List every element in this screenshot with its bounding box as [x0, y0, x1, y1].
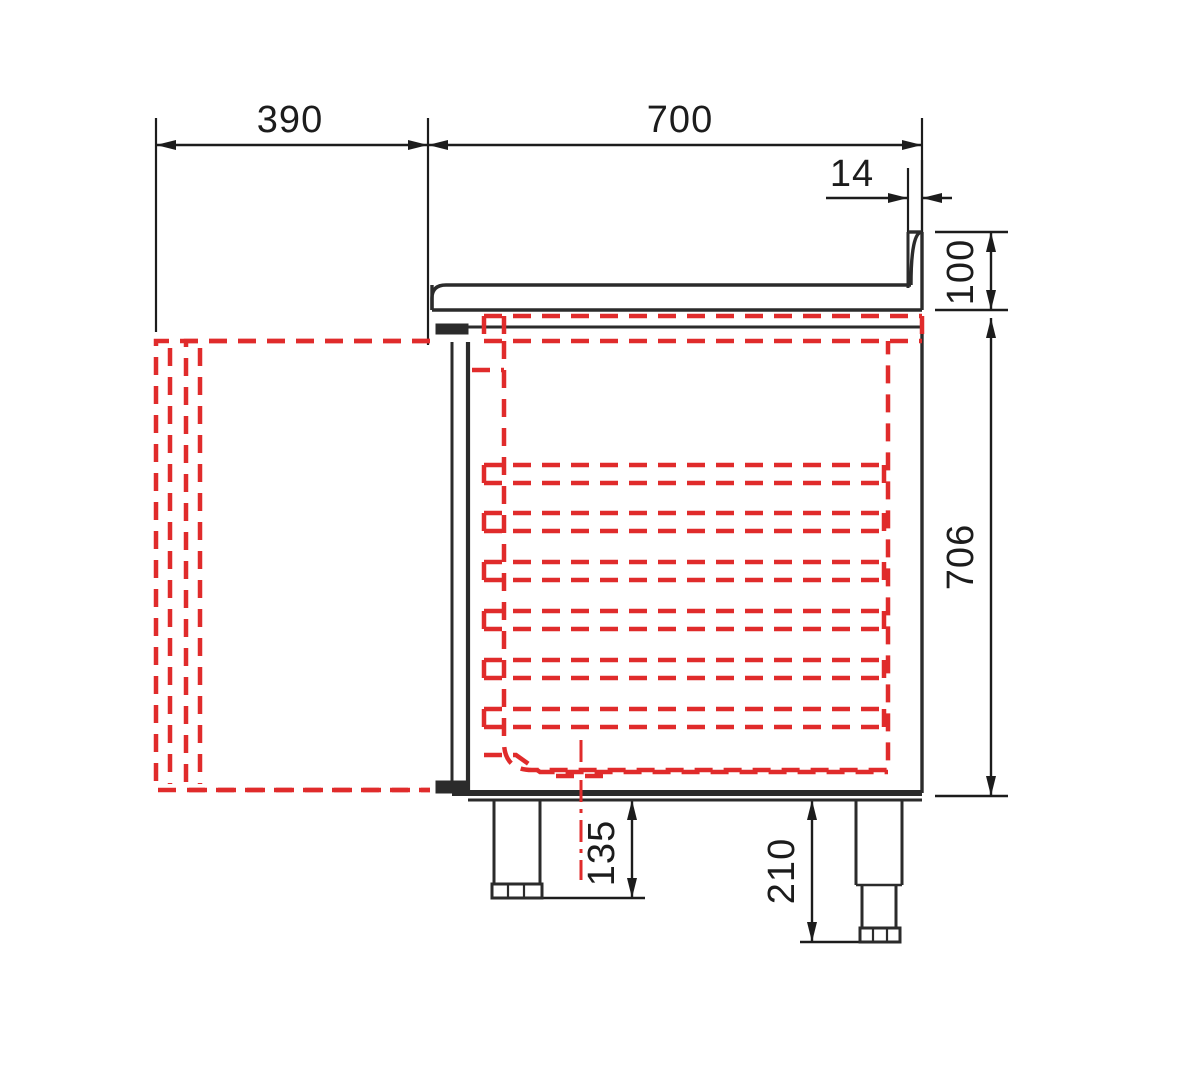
arrow-700-left	[428, 140, 448, 150]
arrow-14-left	[888, 193, 908, 203]
arrow-100-bottom	[986, 290, 996, 310]
arrow-210-bottom	[807, 922, 817, 942]
top-hinge-block	[435, 323, 469, 335]
shelf-runner-4	[481, 608, 887, 632]
arrow-135-top	[627, 800, 637, 820]
rear-leg-foot	[858, 926, 902, 944]
arrow-390-right	[408, 140, 428, 150]
arrow-135-bottom	[627, 878, 637, 898]
shelf-runner-3	[481, 559, 887, 583]
swing-outer-path	[153, 338, 430, 793]
arrow-700-right	[902, 140, 922, 150]
door-swing-envelope	[153, 338, 430, 793]
interior-liner-outline	[501, 341, 891, 773]
arrow-706-bottom	[986, 776, 996, 796]
dim-label-700: 700	[647, 99, 713, 141]
shelf-runner-6	[481, 706, 887, 730]
dim-label-14: 14	[830, 153, 874, 195]
arrow-706-top	[986, 318, 996, 338]
bottom-arrowheads	[627, 800, 817, 942]
arrow-210-top	[807, 800, 817, 820]
dim-label-210: 210	[761, 838, 803, 904]
dim-label-706: 706	[940, 524, 982, 590]
interior-hidden-detail	[472, 313, 925, 779]
vertical-arrowheads-right	[986, 232, 996, 796]
horizontal-arrowheads	[156, 140, 942, 203]
shelf-runner-1	[481, 462, 887, 486]
extension-lines-group	[154, 118, 924, 345]
dim-label-135: 135	[581, 820, 623, 886]
arrow-390-left	[156, 140, 176, 150]
cabinet-outline-group	[430, 230, 924, 944]
swing-inner-path	[183, 338, 430, 793]
arrow-100-top	[986, 232, 996, 252]
arrow-14-right	[922, 193, 942, 203]
front-leg-foot	[490, 882, 544, 900]
shelf-runner-5	[481, 657, 887, 681]
dim-label-390: 390	[257, 99, 323, 141]
bottom-hinge-block	[435, 780, 469, 794]
vertical-dimension-lines	[935, 230, 1008, 798]
shelf-runner-2	[481, 510, 887, 534]
dim-label-100: 100	[940, 239, 982, 305]
